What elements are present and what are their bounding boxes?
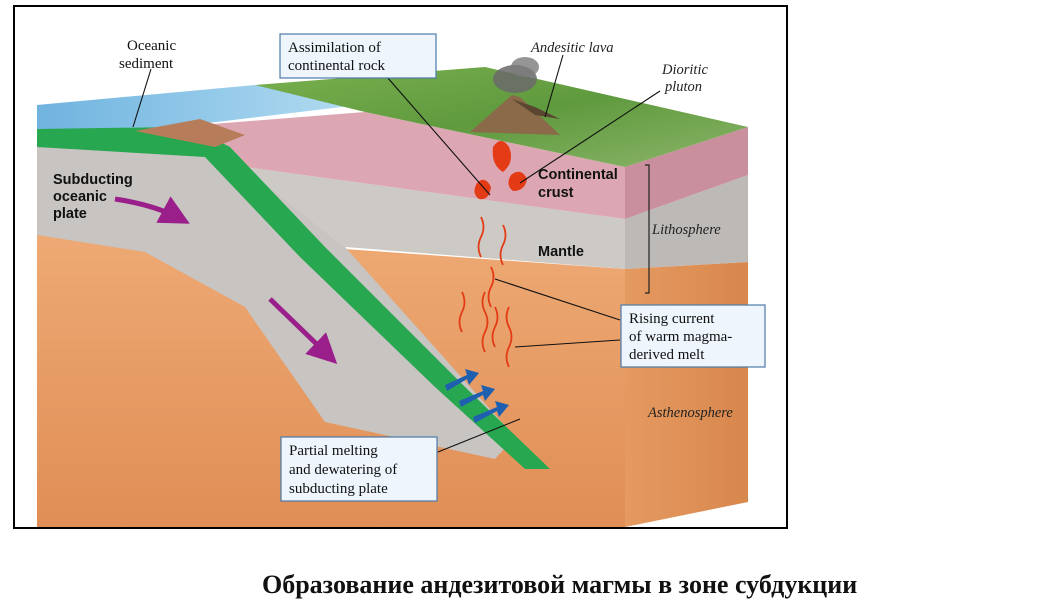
- label-lithosphere: Lithosphere: [651, 222, 721, 238]
- figure-caption: Образование андезитовой магмы в зоне суб…: [262, 570, 1046, 600]
- label-asthenosphere: Asthenosphere: [647, 405, 733, 421]
- asthenosphere-side: [625, 262, 748, 527]
- label-oceanic-sediment: Oceanic sediment: [119, 38, 180, 72]
- diagram-frame: Oceanic sediment Assimilation of contine…: [13, 5, 788, 529]
- subduction-diagram: Oceanic sediment Assimilation of contine…: [15, 7, 786, 527]
- label-dioritic-pluton: Dioritic pluton: [661, 62, 712, 95]
- label-mantle: Mantle: [538, 244, 584, 260]
- label-andesitic-lava: Andesitic lava: [530, 40, 614, 56]
